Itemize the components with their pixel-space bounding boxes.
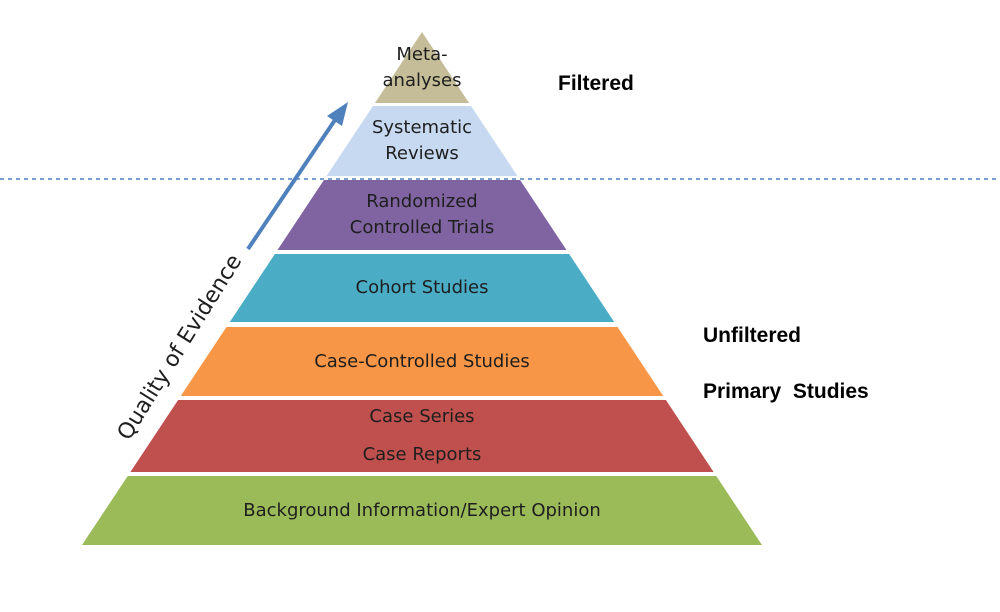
tier-label-line: Systematic: [371, 117, 473, 138]
tier-label-line: Case Reports: [362, 444, 482, 465]
tier-label-line: Meta-: [396, 43, 448, 65]
tier-meta-analyses: [374, 32, 470, 103]
quality-arrow: [246, 102, 348, 251]
tier-label-line: Controlled Trials: [349, 217, 495, 238]
unfiltered-label: Unfiltered: [703, 324, 802, 347]
tier-label-line: Reviews: [385, 143, 459, 164]
tier-label-line: Cohort Studies: [355, 277, 489, 298]
tier-randomized-controlled-trials: [277, 180, 567, 250]
tier-label-line: Case Series: [369, 406, 475, 427]
filtered-label: Filtered: [558, 72, 634, 95]
tier-label-case-controlled-studies: Case-Controlled Studies: [192, 349, 652, 375]
tier-background-information: [82, 476, 762, 545]
tier-case-series-reports: [130, 400, 714, 472]
tier-case-controlled-studies: [180, 327, 664, 396]
primary-studies-label: Primary Studies: [703, 380, 869, 403]
tier-systematic-reviews: [326, 106, 518, 176]
tier-label-cohort-studies: Cohort Studies: [192, 275, 652, 301]
tier-label-line: Case-Controlled Studies: [314, 350, 530, 372]
tier-cohort-studies: [229, 254, 615, 322]
tier-label-line: Randomized: [366, 191, 478, 212]
tier-label-background-information: Background Information/Expert Opinion: [192, 498, 652, 524]
tier-label-line: Background Information/Expert Opinion: [243, 499, 601, 521]
tier-label-meta-analyses: Meta-analyses: [192, 42, 652, 94]
tier-label-line: analyses: [382, 69, 462, 91]
